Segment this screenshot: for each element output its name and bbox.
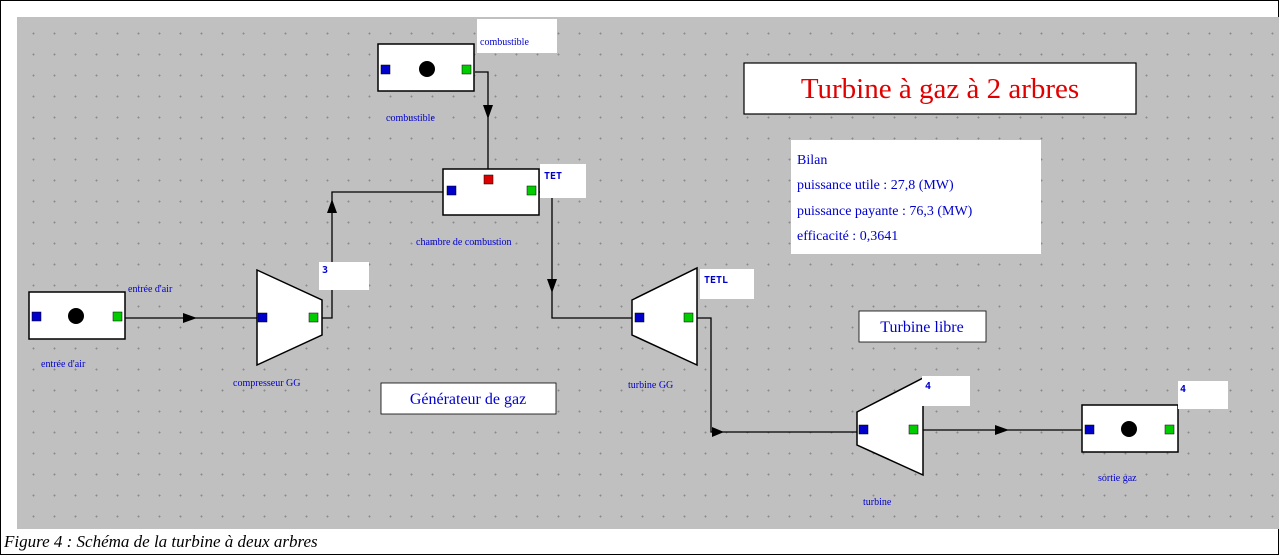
flow-arrows [183, 105, 1009, 437]
power-turbine-outlet-port [908, 424, 919, 435]
figure-caption: Figure 4 : Schéma de la turbine à deux a… [4, 532, 318, 551]
power-turbine[interactable] [856, 376, 924, 477]
gas-outlet-outlet-port [1164, 424, 1175, 435]
air-arrow [183, 313, 197, 323]
turbine-gg[interactable] [631, 266, 698, 367]
bilan-line-paid-power: puissance payante : 76,3 (MW) [797, 204, 973, 219]
bilan-heading: Bilan [797, 153, 827, 168]
exhaust-arrow [995, 425, 1009, 435]
turbine-gg-outlet-port [683, 312, 694, 323]
air-inlet-port-tag: entrée d'air [128, 284, 173, 295]
fuel-source-outlet-port [461, 64, 472, 75]
diagram-svg: combustible combustible TET chambre de c… [28, 19, 1228, 508]
tetl-tag-box [700, 269, 754, 299]
free-turbine-label: Turbine libre [880, 319, 963, 336]
combustion-chamber-label: chambre de combustion [416, 237, 512, 248]
air-inlet-port-in [31, 311, 42, 322]
gas-outlet-label: sortie gaz [1098, 473, 1137, 484]
compressor-outlet-port [308, 312, 319, 323]
compressor-inlet-port [257, 312, 268, 323]
compressor[interactable] [256, 268, 323, 367]
power-turbine-label: turbine [863, 497, 892, 508]
tet-tag: TET [544, 171, 562, 182]
bilan-line-efficiency: efficacité : 0,3641 [797, 229, 898, 244]
combustion-outlet-port [526, 185, 537, 196]
tet-tag-box [540, 164, 586, 198]
combustion-inlet-port [446, 185, 457, 196]
air-inlet[interactable] [28, 291, 126, 340]
fuel-tag-box [477, 19, 557, 53]
gas-generator-label: Générateur de gaz [410, 391, 526, 408]
gg-exhaust-line [693, 317, 863, 433]
fuel-source-label: combustible [386, 113, 435, 124]
power-turbine-inlet-port [858, 424, 869, 435]
source-dot [419, 61, 435, 77]
gas-generator-box [380, 382, 557, 415]
fuel-source[interactable] [377, 43, 475, 92]
diagram-canvas: combustible combustible TET chambre de c… [17, 17, 1279, 529]
power-turbine-tag-box [922, 376, 970, 406]
source-dot [68, 308, 84, 324]
compressor-tag-box [319, 262, 369, 290]
gas-outlet[interactable] [1081, 404, 1179, 453]
turbine-gg-inlet-port [634, 312, 645, 323]
turbine-gg-label: turbine GG [628, 380, 673, 391]
tetl-tag: TETL [704, 275, 728, 286]
fuel-arrow [483, 105, 493, 119]
combustion-fuel-port [483, 174, 494, 185]
air-inlet-label: entrée d'air [41, 359, 86, 370]
fuel-port-tag: combustible [480, 37, 529, 48]
compressor-label: compresseur GG [233, 378, 300, 389]
compressor-port-tag: 3 [322, 265, 328, 276]
bilan-line-useful-power: puissance utile : 27,8 (MW) [797, 178, 954, 193]
hot-gas-line [536, 191, 638, 319]
diagram-title: Turbine à gaz à 2 arbres [801, 73, 1079, 105]
gas-outlet-port-tag: 4 [1180, 384, 1186, 395]
title-box [743, 62, 1137, 115]
gas-outlet-inlet-port [1084, 424, 1095, 435]
fuel-source-inlet-port [380, 64, 391, 75]
compressed-air-line [319, 191, 450, 319]
bilan-box [791, 140, 1041, 254]
air-inlet-port-out [112, 311, 123, 322]
hot-gas-arrow [547, 279, 557, 293]
compressed-air-arrow [327, 199, 337, 213]
free-turbine-box [858, 310, 987, 343]
power-turbine-port-tag: 4 [925, 381, 931, 392]
combustion-chamber[interactable] [442, 168, 540, 216]
source-dot [1121, 421, 1137, 437]
gg-exhaust-arrow [712, 427, 724, 437]
fuel-line [475, 71, 489, 180]
gas-outlet-tag-box [1178, 381, 1228, 409]
